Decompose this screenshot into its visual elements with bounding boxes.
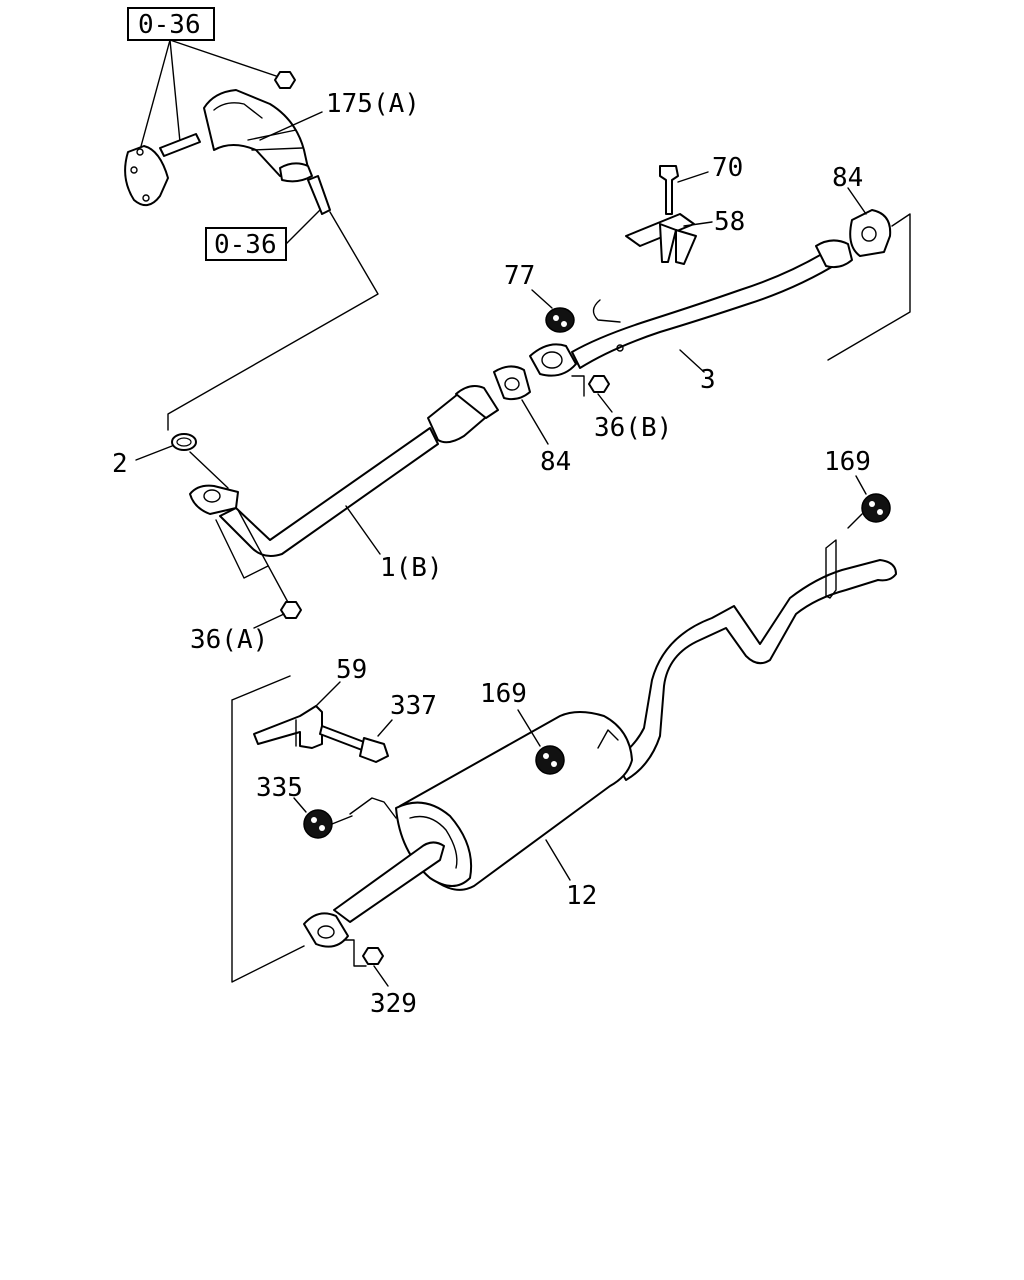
nut-36A[interactable] — [280, 601, 302, 619]
label-36B: 36(B) — [594, 413, 672, 443]
label-337: 337 — [390, 691, 437, 721]
gasket-175-manifold[interactable] — [124, 145, 169, 207]
adapter-175A[interactable] — [203, 89, 313, 183]
o-ring-2[interactable] — [171, 433, 197, 451]
label-175A: 175(A) — [326, 89, 420, 119]
leader-12 — [545, 839, 571, 881]
pipe-3[interactable] — [529, 239, 853, 377]
leader-84-upper — [847, 187, 867, 215]
bracket-frame-36A — [215, 519, 269, 579]
leader-77 — [531, 289, 553, 309]
leader-335 — [293, 797, 307, 813]
leader-70 — [677, 171, 709, 183]
leader-84-mid — [521, 399, 549, 445]
label-77: 77 — [504, 261, 535, 291]
mount-rubber-335[interactable] — [303, 809, 333, 839]
gasket-84-mid[interactable] — [493, 365, 531, 401]
gasket-84-upper[interactable] — [849, 209, 892, 257]
leader-59 — [315, 681, 341, 707]
ref-box-top-text: 0-36 — [138, 10, 201, 40]
connector-329 — [343, 939, 367, 967]
bracket-59[interactable] — [253, 705, 323, 749]
label-329: 329 — [370, 989, 417, 1019]
hanger-right — [847, 513, 863, 529]
leader-36B — [597, 393, 613, 413]
leader-1B — [345, 505, 381, 555]
label-70: 70 — [712, 153, 743, 183]
label-58: 58 — [714, 207, 745, 237]
nut-329[interactable] — [362, 947, 384, 965]
ref-box-mid[interactable]: 0-36 — [205, 227, 287, 261]
mount-rubber-169-mid[interactable] — [535, 745, 565, 775]
connector-36A — [237, 509, 291, 607]
ref-box-top[interactable]: 0-36 — [127, 7, 215, 41]
mount-rubber-169-right[interactable] — [861, 493, 891, 523]
leader-169-right — [855, 475, 867, 495]
connector-line-upper — [167, 211, 379, 431]
label-84-upper: 84 — [832, 163, 863, 193]
leader-2 — [135, 445, 173, 461]
nut-36B[interactable] — [588, 375, 610, 393]
hanger-335 — [331, 815, 353, 825]
label-169-mid: 169 — [480, 679, 527, 709]
label-335: 335 — [256, 773, 303, 803]
tail-pipe-12[interactable] — [613, 539, 897, 781]
frame-lower-left — [231, 675, 305, 983]
leader-337 — [377, 719, 393, 737]
ref-top-leaders — [139, 39, 326, 245]
stud-bolt-lower[interactable] — [307, 175, 331, 215]
leader-36A — [253, 613, 285, 629]
mount-rubber-77[interactable] — [545, 307, 575, 333]
bolt-337[interactable] — [319, 725, 389, 763]
connector-oring — [189, 451, 229, 489]
label-12: 12 — [566, 881, 597, 911]
bracket-58[interactable] — [625, 213, 697, 265]
leader-58 — [683, 221, 713, 227]
leader-175A — [259, 111, 323, 141]
bolt-70[interactable] — [659, 165, 679, 215]
leader-169-mid — [517, 709, 541, 747]
label-3: 3 — [700, 365, 716, 395]
inlet-pipe-rear[interactable] — [303, 797, 445, 948]
nut-upper[interactable] — [274, 71, 296, 89]
leader-329 — [373, 965, 389, 987]
label-59: 59 — [336, 655, 367, 685]
ref-box-mid-text: 0-36 — [214, 230, 277, 260]
stud-bolt-upper[interactable] — [159, 133, 201, 157]
connector-36B — [571, 375, 585, 397]
label-84-mid: 84 — [540, 447, 571, 477]
label-169-right: 169 — [824, 447, 871, 477]
label-1B: 1(B) — [380, 553, 443, 583]
frame-upper-right — [827, 213, 911, 361]
leader-3 — [679, 349, 705, 373]
label-36A: 36(A) — [190, 625, 268, 655]
pipe-1B[interactable] — [189, 385, 499, 557]
label-2: 2 — [112, 449, 128, 479]
